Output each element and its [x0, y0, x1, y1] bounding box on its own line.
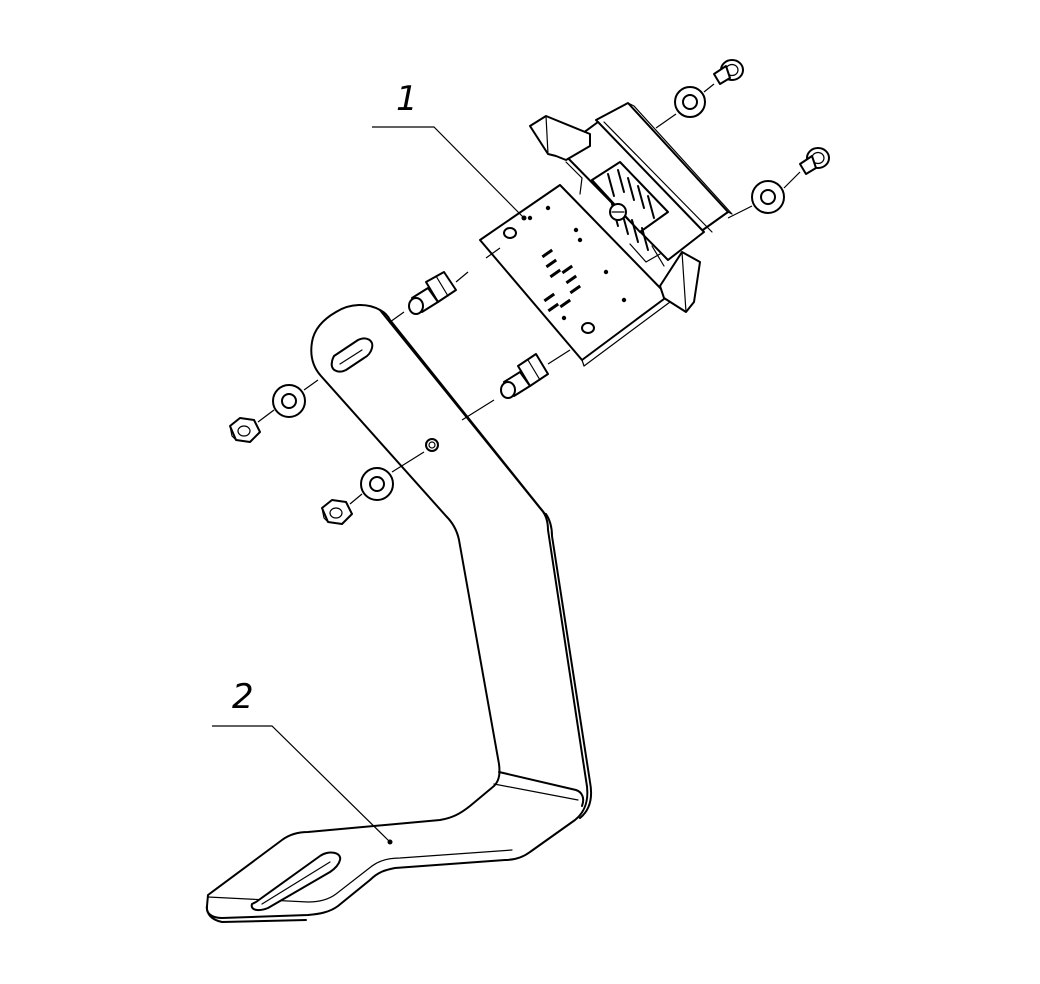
housing-detail-2	[629, 243, 661, 263]
bracket-hole	[425, 438, 439, 452]
bracket-bend-lower	[498, 771, 585, 807]
fasteners	[229, 59, 830, 525]
axis-nut-upper-left-2	[303, 379, 319, 391]
axis-standoff-upper-3	[389, 311, 405, 323]
pcb-pin-array	[527, 205, 627, 321]
housing-detail-1	[565, 161, 583, 195]
axis-standoff-upper	[455, 271, 469, 283]
screw-mid-right	[799, 147, 830, 175]
housing-clip-right-line	[681, 251, 687, 313]
pcb-hole-top	[503, 227, 517, 239]
axis-screw-top	[655, 113, 677, 129]
washer-upper-left	[272, 384, 306, 418]
axis-standoff-upper-2	[485, 247, 501, 259]
board-module-part	[479, 102, 733, 367]
axis-screw-top-2	[703, 83, 715, 93]
housing-clip-right	[659, 251, 701, 313]
nut-lower-left	[321, 499, 353, 525]
bracket-top-slot-inner	[339, 349, 363, 365]
standoff-upper	[408, 271, 457, 315]
callout-2-dot	[387, 839, 393, 845]
bracket-bend-line	[493, 783, 579, 801]
callout-1-leader	[372, 126, 525, 219]
axis-screw-mid-2	[783, 171, 801, 189]
callout-2-leader	[212, 725, 391, 843]
pcb-hole-bottom	[581, 322, 595, 334]
nut-upper-left	[229, 417, 261, 443]
washer-top-right	[674, 86, 706, 118]
bracket-part	[205, 304, 593, 923]
axis-standoff-lower-2	[461, 399, 495, 421]
bracket-foot-fold	[207, 865, 373, 903]
bracket-hole-inner	[428, 441, 436, 449]
housing-clip-left-line	[545, 115, 549, 155]
housing-back-plate-edge	[627, 102, 733, 215]
bracket-edge-vertical	[545, 513, 593, 819]
housing-back-plate-line	[603, 121, 713, 233]
callout-1-label: 1	[396, 79, 418, 119]
callout-2-label: 2	[232, 677, 254, 717]
callout-2: 2	[212, 677, 393, 845]
washer-lower-left	[360, 467, 394, 501]
housing-clip-left	[529, 115, 591, 161]
axis-screw-mid	[727, 205, 753, 219]
standoff-lower	[500, 353, 549, 399]
washer-mid-right	[751, 180, 785, 214]
bracket-foot-fold-2	[371, 849, 513, 867]
housing-detail-3	[651, 245, 665, 267]
axis-standoff-lower	[547, 349, 571, 365]
axis-nut-lower-left-2	[391, 451, 425, 473]
bracket-foot-edge	[205, 905, 307, 923]
callout-1: 1	[372, 79, 527, 221]
bracket-foot-slot	[250, 851, 342, 912]
callout-1-dot	[521, 215, 527, 221]
bracket-edge-upper	[379, 309, 546, 515]
axis-nut-upper-left	[257, 409, 275, 423]
bracket-outline	[205, 304, 589, 919]
screw-top-right	[713, 59, 744, 85]
axis-nut-lower-left	[349, 493, 363, 505]
bracket-foot-slot-inner	[261, 861, 331, 905]
